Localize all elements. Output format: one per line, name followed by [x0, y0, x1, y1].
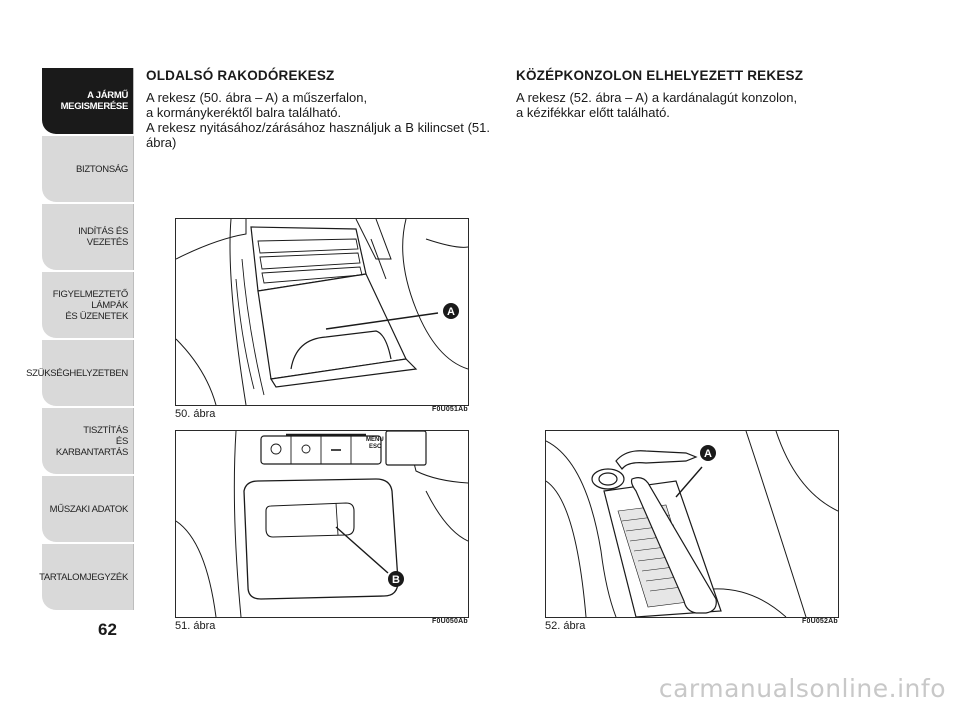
tab-biztonsag[interactable]: BIZTONSÁG [42, 136, 134, 203]
marker-a [443, 303, 459, 319]
tab-szukseghelyzetben[interactable]: SZÜKSÉGHELYZETBEN [26, 340, 134, 407]
tab-label: INDÍTÁS ÉS VEZETÉS [78, 226, 128, 248]
tab-label: A JÁRMŰ MEGISMERÉSE [60, 90, 129, 112]
figure-code: F0U052Ab [802, 618, 838, 625]
tab-tisztitas-es-karbantartas[interactable]: TISZTÍTÁS ÉS KARBANTARTÁS [42, 408, 134, 475]
tab-a-jarmu-megismerese[interactable]: A JÁRMŰ MEGISMERÉSE [42, 68, 134, 135]
figure-caption: 51. ábra [175, 620, 216, 632]
figure-50-glovebox-open: A [175, 218, 469, 406]
menu-esc-label: ESC [369, 444, 382, 450]
watermark: carmanualsonline.info [658, 674, 946, 703]
glovebox-open-illustration: A [176, 219, 468, 405]
marker-b [388, 571, 404, 587]
page-number: 62 [98, 620, 117, 639]
tab-inditas-es-vezetes[interactable]: INDÍTÁS ÉS VEZETÉS [42, 204, 134, 271]
tab-tartalomjegyzek[interactable]: TARTALOMJEGYZÉK [39, 544, 134, 611]
figure-51-glovebox-handle: MENU ESC B [175, 430, 469, 618]
figure-52-center-console: A [545, 430, 839, 618]
paragraph-line: A rekesz nyitásához/zárásához használjuk… [146, 120, 490, 150]
menu-esc-label: MENU [366, 437, 384, 443]
figure-caption: 50. ábra [175, 408, 216, 420]
marker-label: B [392, 574, 400, 586]
figure-caption: 52. ábra [545, 620, 586, 632]
glovebox-handle-illustration: MENU ESC B [176, 431, 468, 617]
tab-label: SZÜKSÉGHELYZETBEN [26, 367, 128, 379]
tab-muszaki-adatok[interactable]: MŰSZAKI ADATOK [42, 476, 134, 543]
tab-label: TARTALOMJEGYZÉK [39, 571, 128, 583]
paragraph-line: a kormánykeréktől balra található. [146, 105, 342, 120]
marker-label: A [704, 448, 712, 460]
figure-code: F0U050Ab [432, 618, 468, 625]
paragraph-line: A rekesz (52. ábra – A) a kardánalagút k… [516, 90, 798, 105]
center-console-illustration: A [546, 431, 838, 617]
section-heading-side-compartment: OLDALSÓ RAKODÓREKESZ [146, 68, 335, 83]
left-section: OLDALSÓ RAKODÓREKESZ A rekesz (50. ábra … [146, 68, 490, 150]
tab-figyelmezteto-lampak[interactable]: FIGYELMEZTETŐ LÁMPÁK ÉS ÜZENETEK [42, 272, 134, 339]
figure-code: F0U051Ab [432, 406, 468, 413]
marker-a [700, 445, 716, 461]
tab-label: FIGYELMEZTETŐ LÁMPÁK ÉS ÜZENETEK [52, 288, 129, 322]
right-section: KÖZÉPKONZOLON ELHELYEZETT REKESZ A rekes… [516, 68, 896, 120]
marker-label: A [447, 306, 455, 318]
section-heading-center-console: KÖZÉPKONZOLON ELHELYEZETT REKESZ [516, 68, 804, 83]
tab-label: BIZTONSÁG [75, 163, 128, 175]
tab-label: TISZTÍTÁS ÉS KARBANTARTÁS [55, 424, 128, 458]
paragraph-line: a kézifékkar előtt található. [516, 105, 670, 120]
paragraph-line: A rekesz (50. ábra – A) a műszerfalon, [146, 90, 368, 105]
tab-label: MŰSZAKI ADATOK [49, 503, 129, 515]
